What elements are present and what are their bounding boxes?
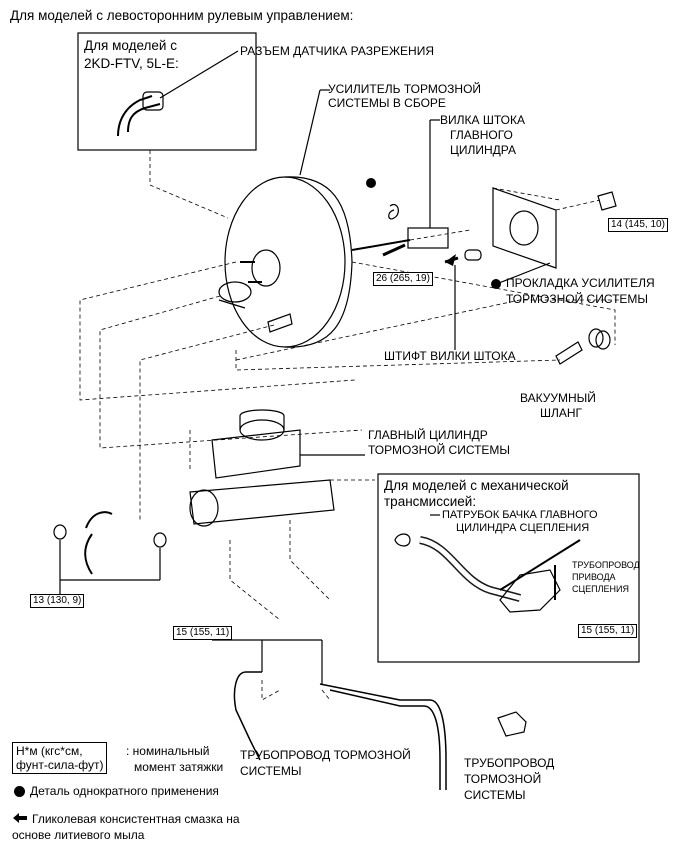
label-brake-line-b-1: ТРУБОПРОВОД — [464, 756, 555, 770]
legend-torque-unit-box: Н*м (кгс*см, фунт-сила-фут) — [12, 742, 108, 774]
torque-master-cylinder-nuts: 13 (130, 9) — [30, 594, 85, 608]
label-clutch-line-1: ТРУБОПРОВОД — [572, 560, 640, 570]
inset-mt-title-line2: трансмиссией: — [384, 494, 477, 509]
torque-clevis-nut: 26 (265, 19) — [373, 272, 433, 286]
label-vacuum-hose-1: ВАКУУМНЫЙ — [520, 391, 596, 405]
label-gasket-2: ТОРМОЗНОЙ СИСТЕМЫ — [506, 292, 649, 306]
gasket-shape — [492, 187, 557, 269]
legend-unit-desc-1: : номинальный — [126, 744, 210, 758]
reservoir-shape — [211, 429, 301, 479]
grease-arrow-icon — [13, 813, 27, 823]
vacuum-sensor-connector-shape — [142, 91, 164, 111]
label-clevis-1: ВИЛКА ШТОКА — [440, 113, 525, 127]
legend-grease-1: Гликолевая консистентная смазка на — [32, 812, 240, 826]
inset-mt-title-line1: Для моделей с механической — [384, 478, 569, 493]
torque-booster-nut: 14 (145, 10) — [608, 218, 668, 232]
inset-2kd-title-line1: Для моделей с — [84, 38, 177, 53]
label-vacuum-hose-2: ШЛАНГ — [540, 406, 583, 420]
legend-nonreusable: Деталь однократного применения — [30, 784, 219, 798]
legend-unit-line2: фунт-сила-фут) — [16, 758, 104, 772]
inset-frame-mt — [377, 473, 640, 663]
label-booster-assy-2: СИСТЕМЫ В СБОРЕ — [328, 96, 446, 110]
label-master-cylinder-1: ГЛАВНЫЙ ЦИЛИНДР — [368, 428, 488, 442]
label-clutch-line-2: ПРИВОДА — [572, 572, 616, 582]
nonreusable-marker-gasket — [491, 279, 501, 289]
label-clevis-3: ЦИЛИНДРА — [450, 143, 516, 157]
label-brake-line-a-1: ТРУБОПРОВОД ТОРМОЗНОЙ — [240, 748, 411, 762]
inset-2kd-title-line2: 2KD-FTV, 5L-E: — [84, 56, 179, 71]
nonreusable-legend-icon — [14, 786, 25, 797]
label-clevis-2: ГЛАВНОГО — [450, 128, 513, 142]
label-master-cylinder-2: ТОРМОЗНОЙ СИСТЕМЫ — [368, 443, 511, 457]
torque-mt-clutch: 15 (155, 11) — [578, 624, 638, 638]
label-booster-assy-1: УСИЛИТЕЛЬ ТОРМОЗНОЙ — [328, 82, 482, 96]
inset-frame-2kd — [77, 32, 257, 151]
legend-grease-2: основе литиевого мыла — [12, 828, 145, 842]
label-gasket-1: ПРОКЛАДКА УСИЛИТЕЛЯ — [506, 276, 655, 290]
label-brake-line-b-2: ТОРМОЗНОЙ — [464, 772, 542, 786]
legend-unit-desc-2: момент затяжки — [134, 760, 224, 774]
label-brake-line-a-2: СИСТЕМЫ — [240, 764, 302, 778]
label-vacuum-sensor-connector: РАЗЪЕМ ДАТЧИКА РАЗРЕЖЕНИЯ — [240, 44, 434, 58]
label-reservoir-tube-1: ПАТРУБОК БАЧКА ГЛАВНОГО — [442, 509, 598, 521]
nonreusable-marker-clip — [366, 178, 376, 188]
torque-brake-lines: 15 (155, 11) — [173, 626, 233, 640]
label-clevis-pin: ШТИФТ ВИЛКИ ШТОКА — [384, 349, 516, 363]
master-cylinder-body — [189, 479, 335, 525]
label-clutch-line-3: СЦЕПЛЕНИЯ — [572, 584, 630, 594]
label-reservoir-tube-2: ЦИЛИНДРА СЦЕПЛЕНИЯ — [456, 522, 590, 534]
page-title: Для моделей с левосторонним рулевым упра… — [10, 8, 354, 23]
legend-unit-line1: Н*м (кгс*см, — [16, 744, 83, 758]
label-brake-line-b-3: СИСТЕМЫ — [464, 788, 526, 802]
